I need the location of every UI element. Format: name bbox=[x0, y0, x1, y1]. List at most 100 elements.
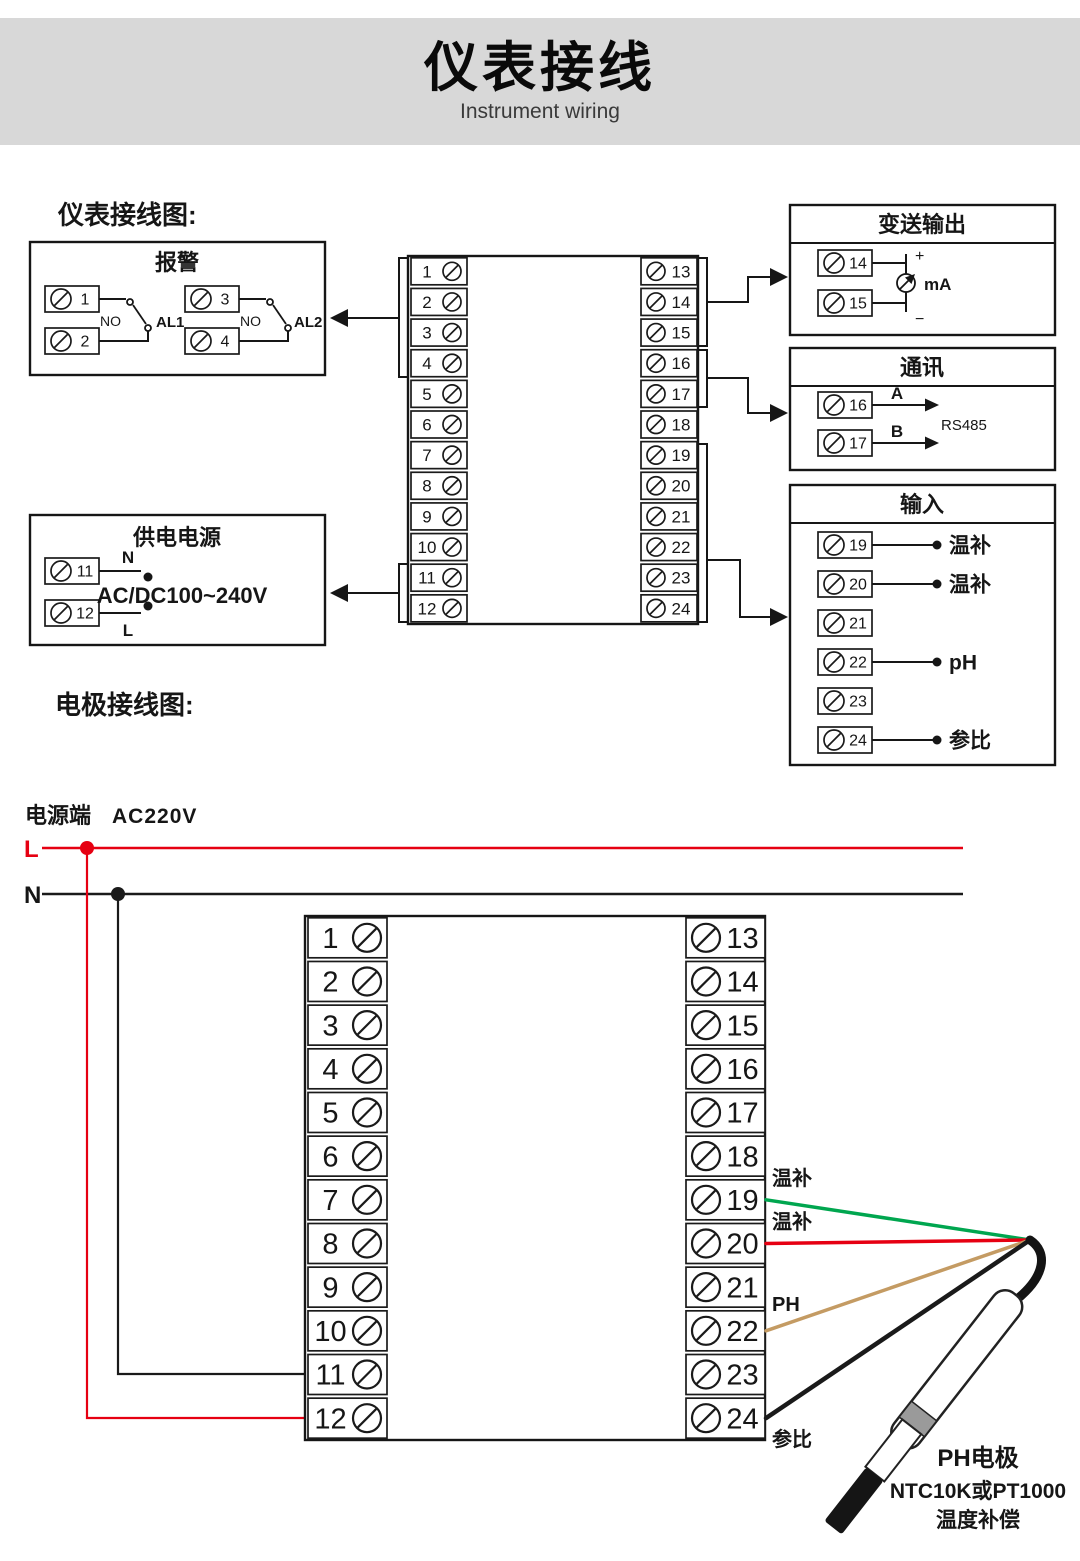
screw-icon bbox=[690, 1359, 722, 1390]
input-lead-label: 温补 bbox=[949, 574, 991, 597]
terminal-9: 9 bbox=[410, 502, 468, 531]
screw-icon bbox=[646, 445, 666, 465]
terminal-8: 8 bbox=[410, 471, 468, 501]
power-title: 供电电源 bbox=[132, 525, 221, 550]
terminal-number: 19 bbox=[849, 538, 867, 555]
screw-icon bbox=[351, 1097, 383, 1128]
screw-icon bbox=[646, 414, 666, 435]
screw-icon bbox=[442, 506, 462, 527]
terminal-8: 8 bbox=[307, 1222, 388, 1265]
terminal-number: 4 bbox=[221, 334, 230, 351]
power-bracket-arrow bbox=[330, 563, 408, 623]
terminal-4: 4 bbox=[184, 327, 240, 355]
contact-type-label: NO bbox=[240, 313, 261, 329]
screw-icon bbox=[442, 261, 462, 282]
arrow-head bbox=[330, 584, 348, 602]
screw-icon bbox=[442, 537, 462, 557]
wire-label: 温补 bbox=[772, 1209, 812, 1233]
comm-title: 通讯 bbox=[900, 355, 944, 380]
terminal-2: 2 bbox=[410, 287, 468, 317]
terminal-14: 14 bbox=[640, 287, 698, 317]
mains-labels: 电源端 AC220V L N bbox=[24, 803, 196, 909]
terminal-number: 13 bbox=[726, 923, 758, 955]
electrode-cable bbox=[1011, 1235, 1046, 1305]
terminal-11: 11 bbox=[410, 563, 468, 593]
terminal-number: 21 bbox=[726, 1272, 758, 1304]
bracket bbox=[698, 257, 708, 347]
contact-blade bbox=[272, 304, 287, 325]
screw-icon bbox=[442, 384, 462, 404]
terminal-20: 20 bbox=[685, 1222, 766, 1265]
input-bracket-arrow bbox=[698, 443, 788, 626]
rs485-a-label: A bbox=[891, 384, 903, 403]
screw-icon bbox=[646, 292, 666, 312]
electrode-comp-label-2: 温度补偿 bbox=[936, 1508, 1020, 1532]
terminal-12: 12 bbox=[410, 593, 468, 623]
input-lead-label: pH bbox=[949, 652, 977, 675]
screw-icon bbox=[690, 1228, 722, 1259]
screw-icon bbox=[351, 1141, 383, 1172]
power-voltage-label: AC/DC100~240V bbox=[97, 583, 268, 608]
terminal-3: 3 bbox=[184, 285, 240, 313]
terminal-number: 4 bbox=[422, 354, 431, 373]
terminal-1: 1 bbox=[307, 916, 388, 959]
alarm-title: 报警 bbox=[155, 250, 199, 275]
terminal-number: 21 bbox=[849, 616, 867, 633]
neutral-drop-wire bbox=[116, 894, 305, 1376]
terminal-number: 24 bbox=[672, 599, 691, 618]
terminal-4: 4 bbox=[307, 1047, 388, 1090]
contact-wire bbox=[99, 331, 149, 342]
screw-icon bbox=[190, 330, 212, 352]
arrow-line bbox=[707, 559, 772, 618]
screw-icon bbox=[690, 966, 722, 997]
screw-icon bbox=[442, 322, 462, 343]
terminal-number: 18 bbox=[726, 1141, 758, 1173]
terminal-number: 3 bbox=[322, 1010, 338, 1042]
terminal-number: 10 bbox=[418, 538, 437, 557]
ph-electrode: PH电极 NTC10K或PT1000 温度补偿 bbox=[825, 1235, 1066, 1534]
screw-icon bbox=[442, 475, 462, 496]
power-rails bbox=[42, 841, 963, 1420]
screw-icon bbox=[351, 1010, 383, 1041]
screw-icon bbox=[690, 1053, 722, 1084]
alarm-output-label: AL2 bbox=[294, 314, 322, 331]
screw-icon bbox=[823, 432, 845, 454]
wire-label: 温补 bbox=[772, 1166, 812, 1190]
terminal-number: 12 bbox=[314, 1403, 346, 1435]
terminal-number: 2 bbox=[422, 293, 431, 312]
terminal-number: 2 bbox=[322, 967, 338, 999]
terminal-number: 18 bbox=[672, 415, 691, 434]
electrode-body-group bbox=[825, 1288, 1024, 1534]
terminal-16: 16 bbox=[640, 348, 698, 378]
screw-icon bbox=[442, 414, 462, 435]
wire-label: 参比 bbox=[772, 1427, 812, 1451]
terminal-23: 23 bbox=[640, 563, 698, 593]
terminal-number: 15 bbox=[672, 324, 691, 343]
page-header: 仪表接线 Instrument wiring bbox=[0, 18, 1080, 145]
lead-node bbox=[932, 540, 942, 550]
terminal-24: 24 bbox=[685, 1397, 766, 1440]
screw-icon bbox=[823, 394, 845, 416]
terminal-number: 4 bbox=[322, 1054, 338, 1086]
bracket bbox=[398, 257, 408, 378]
bottom-block-border bbox=[303, 914, 767, 1442]
screw-icon bbox=[646, 598, 666, 619]
contact-node bbox=[126, 298, 134, 306]
terminal-number: 23 bbox=[672, 569, 691, 588]
terminal-number: 5 bbox=[422, 385, 431, 404]
screw-icon bbox=[823, 729, 845, 751]
screw-icon bbox=[690, 1403, 722, 1434]
terminal-number: 20 bbox=[672, 477, 691, 496]
instrument-section-label: 仪表接线图: bbox=[57, 200, 197, 230]
transmit-bracket-arrow bbox=[698, 257, 788, 347]
terminal-21: 21 bbox=[685, 1266, 766, 1309]
terminal-number: 6 bbox=[422, 415, 431, 434]
terminal-1: 1 bbox=[44, 285, 100, 313]
terminal-22: 22 bbox=[817, 648, 873, 676]
wire-22: PH bbox=[764, 1238, 1032, 1333]
screw-icon bbox=[442, 353, 462, 374]
page-subtitle: Instrument wiring bbox=[460, 99, 620, 123]
terminal-number: 22 bbox=[672, 538, 691, 557]
